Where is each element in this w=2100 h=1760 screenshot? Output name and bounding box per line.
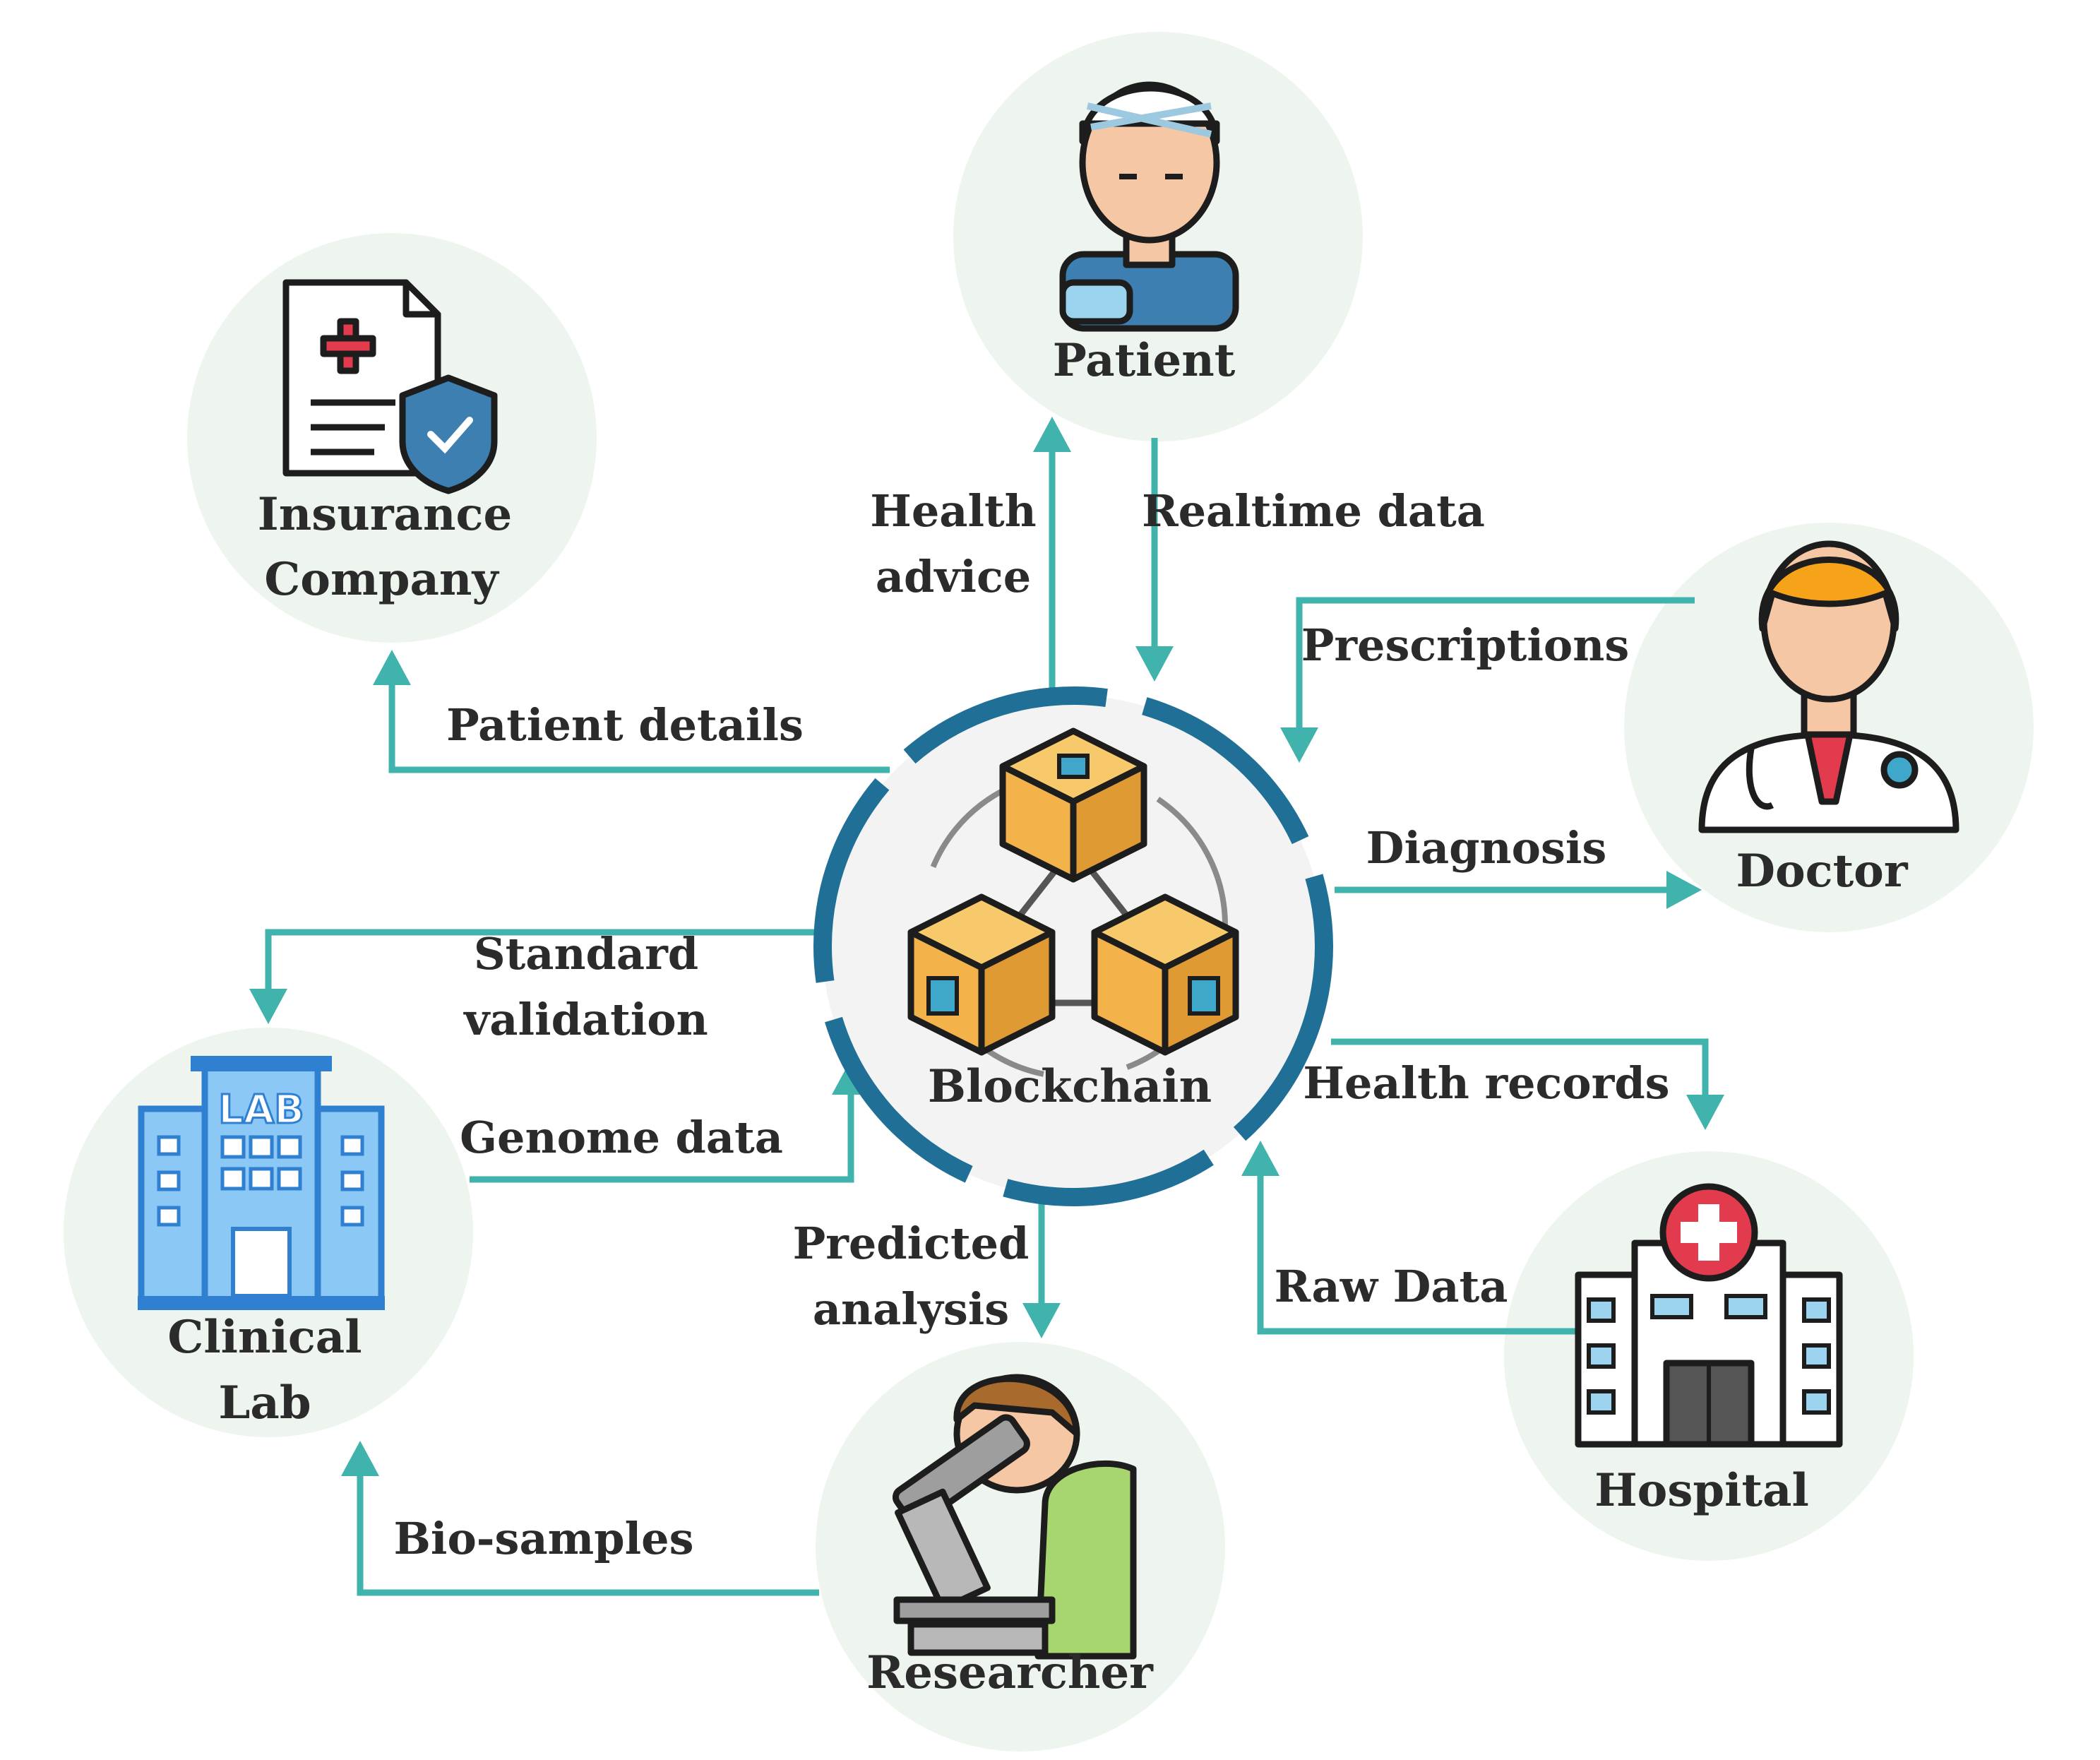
doctor-icon bbox=[1698, 540, 1959, 833]
edge-label-standard-validation-line2: validation bbox=[463, 994, 708, 1045]
arrow-bio-samples bbox=[341, 1441, 819, 1596]
arrow-prescriptions bbox=[1280, 597, 1695, 763]
edge-label-realtime-data: Realtime data bbox=[1142, 485, 1485, 537]
connectors bbox=[249, 417, 1724, 1596]
cube-right-icon bbox=[1091, 893, 1239, 1056]
clinical-lab-label-line2: Lab bbox=[218, 1377, 311, 1429]
clinical-lab-label-line1: Clinical bbox=[167, 1311, 362, 1364]
insurance-document-icon bbox=[282, 279, 498, 494]
edge-label-bio-samples: Bio-samples bbox=[394, 1513, 694, 1564]
arrow-predicted-analysis bbox=[1022, 1194, 1061, 1338]
edge-label-health-advice-line2: advice bbox=[876, 551, 1031, 602]
edge-label-health-records: Health records bbox=[1303, 1057, 1669, 1109]
arrow-diagnosis bbox=[1335, 871, 1702, 909]
blockchain-ring bbox=[813, 686, 1333, 1206]
researcher-label: Researcher bbox=[866, 1646, 1154, 1699]
edge-label-predicted-analysis-line1: Predicted bbox=[793, 1218, 1030, 1269]
hospital-building-icon bbox=[1575, 1183, 1843, 1448]
insurance-label-line1: Insurance bbox=[258, 488, 512, 541]
arrow-health-records bbox=[1331, 1038, 1724, 1130]
patient-icon bbox=[1059, 81, 1239, 332]
edge-label-raw-data: Raw Data bbox=[1275, 1261, 1508, 1312]
edge-label-standard-validation-line1: Standard bbox=[474, 928, 698, 980]
cube-top-icon bbox=[999, 727, 1147, 883]
edge-label-genome-data: Genome data bbox=[460, 1112, 783, 1163]
edge-label-diagnosis: Diagnosis bbox=[1366, 822, 1607, 874]
blockchain-node-circle bbox=[823, 696, 1324, 1197]
cube-left-icon bbox=[907, 893, 1056, 1056]
lab-sign-text: LAB bbox=[218, 1087, 304, 1133]
insurance-label-line2: Company bbox=[264, 553, 499, 606]
blockchain-label: Blockchain bbox=[928, 1060, 1212, 1113]
edge-label-patient-details: Patient details bbox=[446, 699, 804, 751]
hospital-label: Hospital bbox=[1594, 1464, 1809, 1517]
arrow-standard-validation bbox=[249, 929, 819, 1024]
doctor-label: Doctor bbox=[1736, 845, 1908, 898]
edge-label-health-advice-line1: Health bbox=[870, 485, 1036, 537]
edge-label-prescriptions: Prescriptions bbox=[1301, 619, 1630, 671]
researcher-microscope-icon bbox=[892, 1374, 1137, 1660]
blockchain-icon bbox=[813, 686, 1333, 1206]
clinical-lab-building-icon: LAB bbox=[138, 1056, 385, 1310]
arrow-patient-details bbox=[373, 650, 890, 773]
arrow-raw-data bbox=[1241, 1141, 1578, 1335]
patient-label: Patient bbox=[1053, 334, 1236, 387]
arrow-health-advice bbox=[1033, 417, 1071, 692]
arrow-realtime-data bbox=[1135, 438, 1174, 682]
edge-label-predicted-analysis-line2: analysis bbox=[813, 1283, 1009, 1335]
